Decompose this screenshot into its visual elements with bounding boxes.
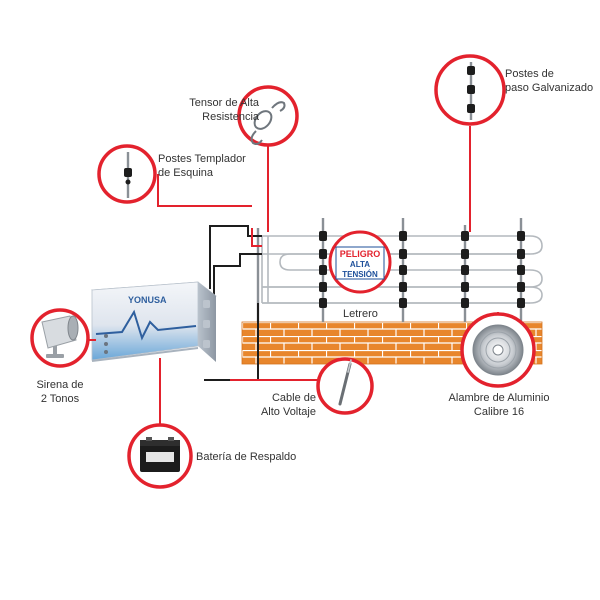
label-postes-paso: Postes de paso Galvanizado xyxy=(505,67,593,95)
sign-line2: ALTA xyxy=(350,260,370,269)
postes-paso-callout xyxy=(434,54,506,126)
label-tensor-line1: Tensor de Alta xyxy=(189,97,259,109)
cable-callout xyxy=(316,357,374,415)
label-postes-templador: Postes Templador de Esquina xyxy=(158,152,246,180)
label-postes-paso-line1: Postes de xyxy=(505,68,554,80)
postes-templador-callout xyxy=(97,144,157,204)
label-postes-templador-line2: de Esquina xyxy=(158,167,214,179)
sirena-callout xyxy=(30,308,90,368)
label-letrero-text: Letrero xyxy=(343,308,378,320)
battery-icon xyxy=(140,437,180,472)
sign-line1: PELIGRO xyxy=(340,249,381,259)
energizer-brand: YONUSA xyxy=(128,295,167,305)
label-sirena-line2: 2 Tonos xyxy=(40,393,80,405)
label-cable-line2: Alto Voltaje xyxy=(260,406,316,418)
label-tensor: Tensor de Alta Resistencia xyxy=(163,96,259,124)
cable-icon xyxy=(338,359,352,406)
label-tensor-line2: Resistencia xyxy=(202,111,259,123)
label-alambre-line2: Calibre 16 xyxy=(473,406,525,418)
label-sirena-line1: Sirena de xyxy=(36,379,84,391)
label-bateria-text: Batería de Respaldo xyxy=(196,451,297,463)
label-postes-templador-line1: Postes Templador xyxy=(158,153,246,165)
label-sirena: Sirena de 2 Tonos xyxy=(22,378,98,406)
label-alambre-line1: Alambre de Aluminio xyxy=(448,392,550,404)
sign-line3: TENSIÓN xyxy=(342,270,378,279)
danger-sign-icon: PELIGRO ALTA TENSIÓN xyxy=(328,230,392,294)
tensor-callout xyxy=(237,85,299,147)
label-letrero: Letrero xyxy=(343,307,378,321)
label-alambre: Alambre de Aluminio Calibre 16 xyxy=(444,391,554,419)
label-cable-line1: Cable de xyxy=(271,392,316,404)
corner-post-icon xyxy=(124,152,132,198)
tensor-icon xyxy=(250,101,286,145)
siren-icon xyxy=(41,315,79,358)
label-bateria: Batería de Respaldo xyxy=(196,450,296,464)
label-postes-paso-line2: paso Galvanizado xyxy=(505,82,594,94)
energizer-icon: YONUSA xyxy=(90,281,218,362)
wire-coil-icon xyxy=(472,324,524,376)
line-post-icon xyxy=(467,62,475,120)
electric-fence xyxy=(256,218,543,322)
bateria-callout xyxy=(127,423,193,489)
alambre-callout xyxy=(460,312,536,388)
label-cable: Cable de Alto Voltaje xyxy=(248,391,316,419)
